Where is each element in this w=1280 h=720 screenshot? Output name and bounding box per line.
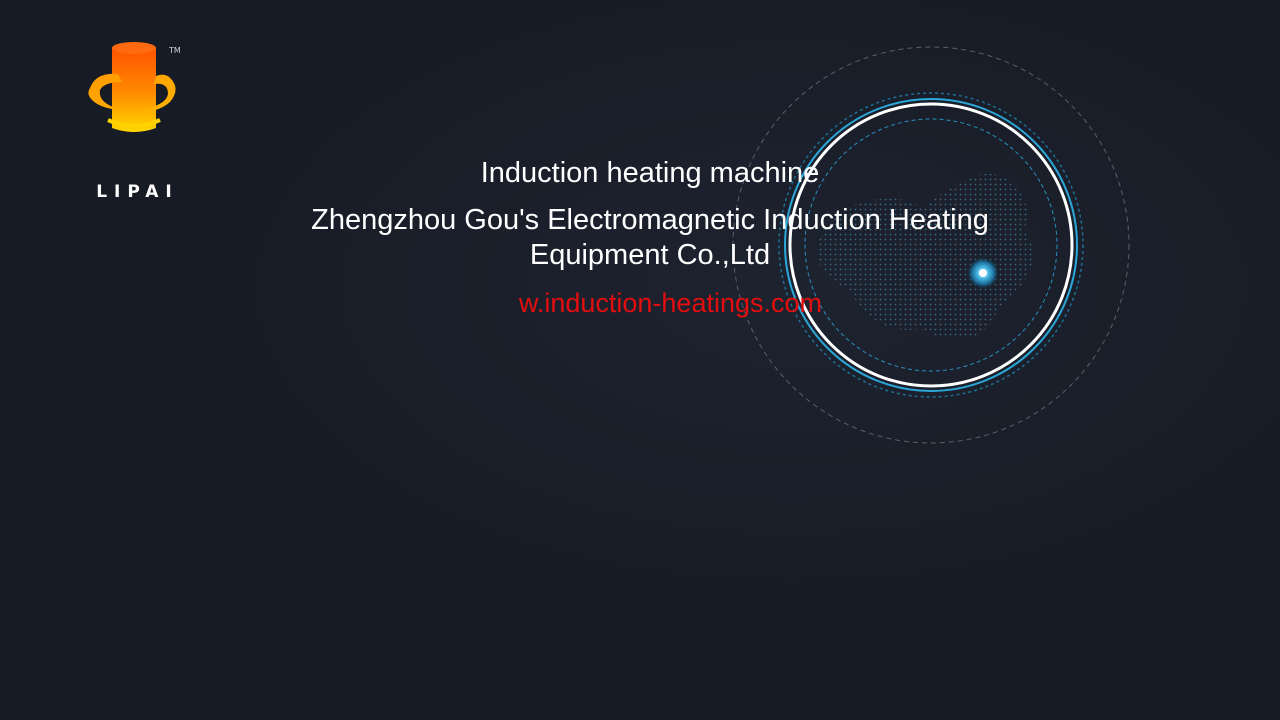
company-name-text: Zhengzhou Gou's Electromagnetic Inductio… <box>311 204 989 271</box>
website-reveal-mask: w.induction-heatings.com <box>464 284 824 324</box>
trademark-mark: TM <box>169 46 181 55</box>
globe-rings-icon <box>732 46 1130 444</box>
logo-brand-text: LIPAI <box>96 182 179 202</box>
headline-text: Induction heating machine <box>480 157 820 189</box>
lipai-logo: LIPAI <box>82 40 186 202</box>
website-text: w.induction-heatings.com <box>518 288 822 318</box>
lipai-logo-icon <box>88 42 176 132</box>
